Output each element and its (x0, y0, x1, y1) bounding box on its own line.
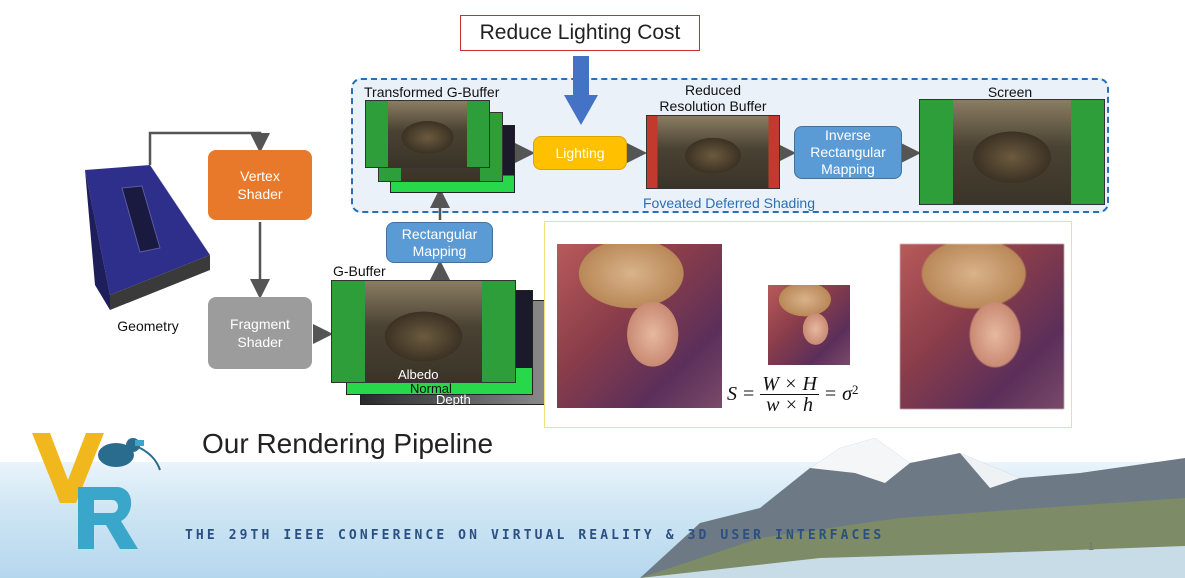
formula-lhs: S (727, 382, 737, 405)
transformed-albedo-layer (365, 100, 490, 168)
lighting-node: Lighting (533, 136, 627, 170)
scale-formula: S = W × H w × h = σ 2 (727, 372, 859, 416)
albedo-label: Albedo (398, 367, 439, 382)
geometry-to-vertex (148, 131, 270, 165)
g-buffer-albedo-layer (331, 280, 516, 383)
normal-label: Normal (410, 381, 452, 396)
vertex-shader-node: Vertex Shader (208, 150, 312, 220)
reduce-lighting-cost-callout: Reduce Lighting Cost (460, 15, 700, 51)
inverse-rectangular-mapping-node: Inverse Rectangular Mapping (794, 126, 902, 179)
original-image (557, 244, 722, 408)
geometry-label: Geometry (117, 318, 179, 334)
geometry-model-image (85, 165, 210, 310)
page-number: 1 (1088, 541, 1095, 553)
conference-banner-text: THE 29TH IEEE CONFERENCE ON VIRTUAL REAL… (185, 528, 885, 543)
reconstructed-image (900, 244, 1064, 409)
formula-denominator: w × h (766, 393, 813, 416)
formula-numerator: W × H (762, 372, 817, 395)
reduced-buffer-image (646, 115, 780, 189)
screen-label: Screen (987, 84, 1033, 100)
big-down-arrow (564, 56, 598, 125)
formula-exponent: 2 (852, 382, 859, 397)
fragment-shader-node: Fragment Shader (208, 297, 312, 369)
reduced-buffer-label: Reduced Resolution Buffer (659, 82, 767, 114)
depth-label: Depth (436, 392, 471, 407)
g-buffer-label: G-Buffer (333, 263, 386, 279)
vr-logo (32, 433, 161, 549)
rectangular-mapping-node: Rectangular Mapping (386, 222, 493, 263)
mountain-image (640, 438, 1185, 578)
slide-title: Our Rendering Pipeline (202, 428, 494, 459)
region-label: Foveated Deferred Shading (643, 195, 815, 211)
formula-rhs: σ (842, 382, 853, 405)
downsampled-image (768, 285, 850, 365)
transformed-g-buffer-label: Transformed G-Buffer (364, 84, 500, 100)
screen-image (919, 99, 1105, 205)
